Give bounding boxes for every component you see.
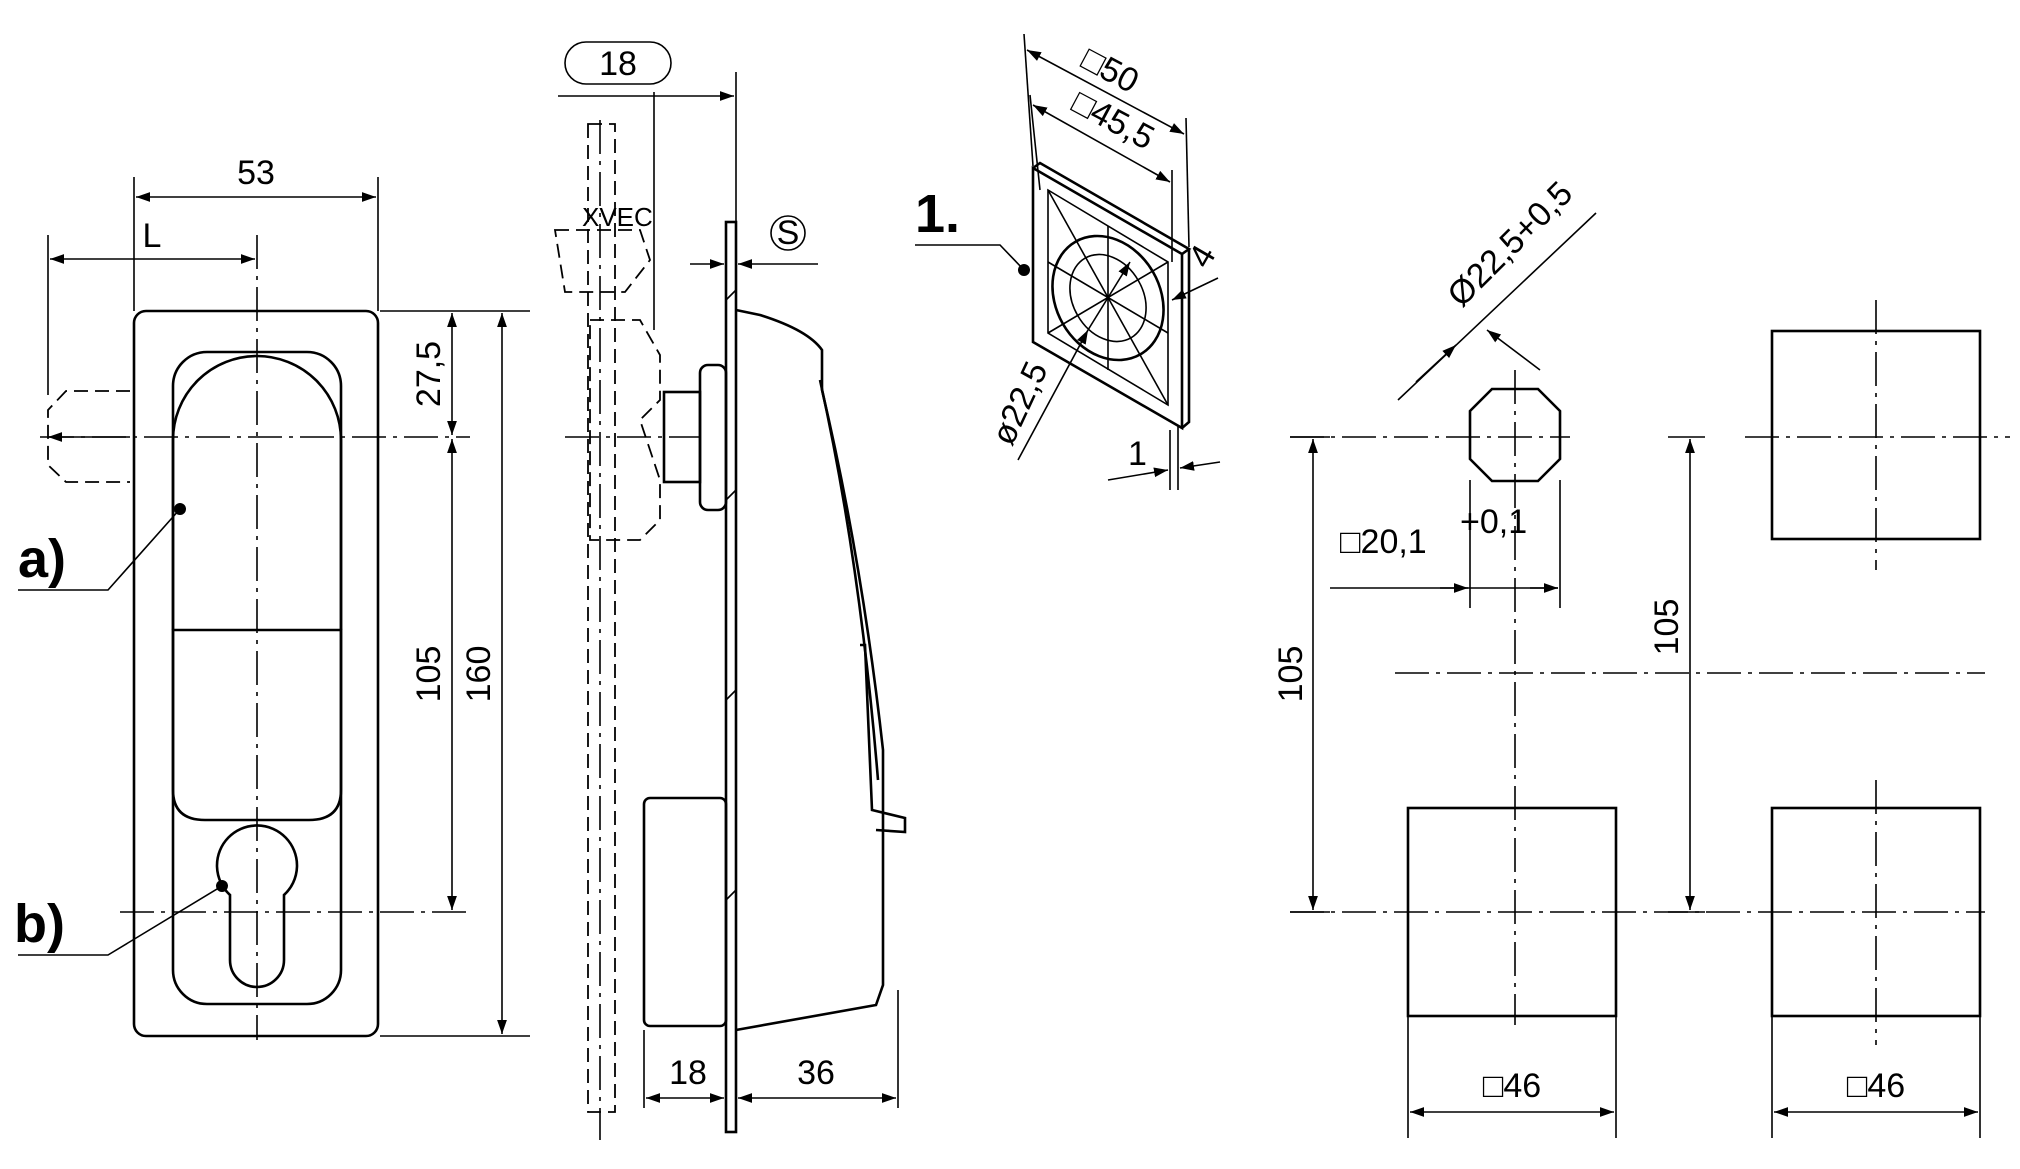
cutout-square-tolerance: +0,1 (1460, 503, 1527, 541)
gasket-45-text: □45,5 (1066, 83, 1160, 157)
rear-cylinder-housing (642, 796, 728, 1028)
phantom-latch-outline (553, 229, 652, 293)
cutout-diameter-arrow-1 (1415, 344, 1457, 383)
panel-section (724, 220, 738, 1134)
panel-hatch-4 (725, 889, 737, 901)
side-view: XVEC 18 S 18 36 (553, 41, 907, 1140)
dim-27-text: 27,5 (410, 341, 448, 407)
cutout-105-left-text: 105 (1272, 646, 1310, 703)
gasket-hole-dim-line (1017, 329, 1089, 461)
callout-a-leader (18, 508, 181, 591)
phantom-linkage-outline (589, 319, 661, 541)
panel-hatch-2 (725, 489, 737, 501)
cutout-105-right-text: 105 (1648, 599, 1686, 656)
cutout-square-text: □20,1 (1340, 523, 1427, 561)
gasket-4-line (1171, 277, 1219, 301)
cutout-46-left-text: □46 (1483, 1067, 1541, 1105)
callout-b-label: b) (14, 894, 65, 954)
gasket-side-edge (1181, 249, 1191, 429)
callout-a-label: a) (18, 529, 66, 589)
callout-1-label: 1. (915, 184, 960, 244)
gasket-50-ext-left (1023, 33, 1034, 167)
phantom-cam-outline (587, 123, 616, 1113)
cutout-view: Ø22,5+0,5 □20,1 +0,1 105 105 □46 (1272, 174, 2010, 1138)
dim-160-text: 160 (460, 646, 498, 703)
panel-hatch-3 (725, 689, 737, 701)
handle-front-edge (818, 379, 880, 781)
gasket-50-ext-right (1185, 117, 1190, 248)
dim-105-front-text: 105 (410, 646, 448, 703)
cutout-diameter-arrow-2 (1486, 329, 1541, 371)
symbol-s-circle (770, 215, 806, 251)
panel-hatch-1 (725, 289, 737, 301)
handle-housing-outline (735, 308, 885, 1032)
gasket-view: □50 □45,5 4 ø22,5 1 1. (915, 33, 1224, 490)
handle-lower-outline (171, 628, 343, 822)
phantom-text: XVEC (582, 202, 653, 232)
cylinder-cutout (1468, 387, 1562, 483)
gasket-1-line-left (1107, 467, 1169, 481)
gasket-4-text: 4 (1181, 239, 1223, 274)
front-plate-outline (132, 309, 380, 1038)
front-view: 53 L 27,5 105 160 a) b) (14, 154, 530, 1040)
cutout-square-bottom-left (1406, 806, 1618, 1018)
keyhole-outline (215, 824, 299, 989)
dim-l-text: L (143, 217, 162, 255)
mounting-nut (698, 363, 728, 512)
gasket-hole-dim-line-2 (1087, 261, 1131, 331)
dim-18-top-box (564, 41, 672, 85)
dim-bottom-18-text: 18 (669, 1054, 707, 1092)
gasket-1-line-right (1179, 461, 1221, 471)
dim-18-top-text: 18 (599, 45, 637, 83)
symbol-s-text: S (777, 214, 800, 252)
gasket-hole-text: ø22,5 (984, 356, 1055, 451)
gasket-back-edge (1032, 161, 1192, 256)
dim-bottom-36-text: 36 (797, 1054, 835, 1092)
dim-53-text: 53 (237, 154, 275, 192)
gasket-45-line (1032, 104, 1171, 183)
handle-trigger (860, 643, 907, 834)
gasket-1-text: 1 (1128, 435, 1147, 473)
cutout-46-right-text: □46 (1847, 1067, 1905, 1105)
callout-b-leader (18, 885, 223, 956)
callout-1-leader (915, 244, 1025, 271)
